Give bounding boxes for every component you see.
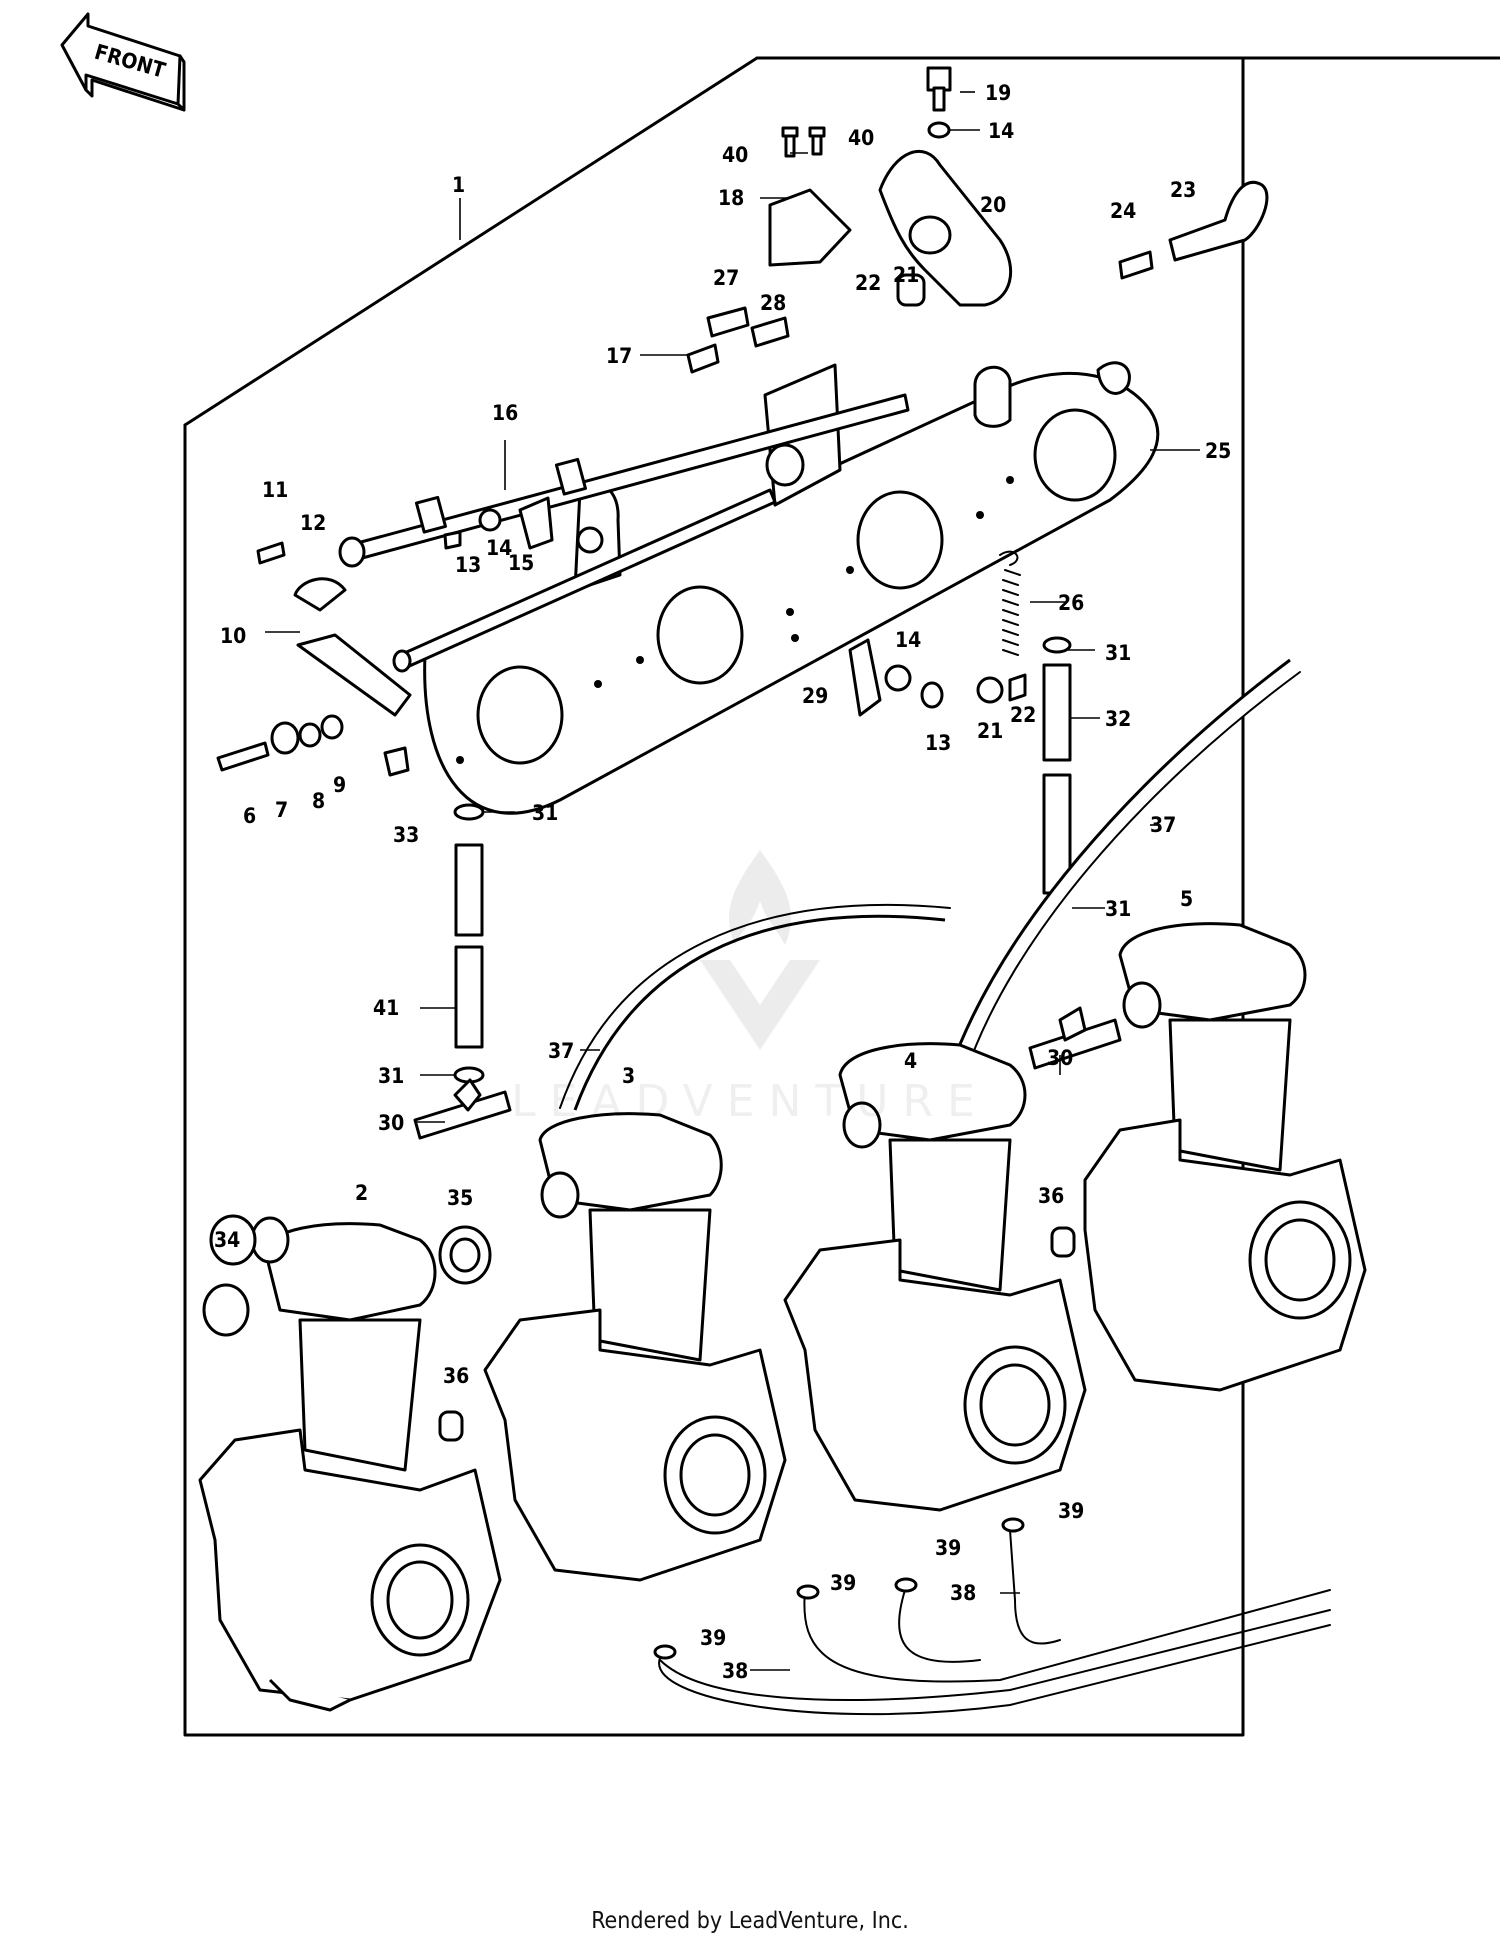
callout-15: 15 xyxy=(508,551,534,575)
watermark: LEADVENTURE xyxy=(511,1076,989,1127)
callout-38a: 38 xyxy=(722,1659,748,1683)
callout-22b: 22 xyxy=(1010,703,1036,727)
callout-30b: 30 xyxy=(1047,1046,1073,1070)
footer-credit: Rendered by LeadVenture, Inc. xyxy=(591,1908,909,1934)
callout-40b: 40 xyxy=(848,126,874,150)
link-rod xyxy=(392,488,777,673)
left-linkage xyxy=(216,496,554,777)
callout-4: 4 xyxy=(904,1049,917,1073)
callout-7: 7 xyxy=(275,798,288,822)
spring-and-bracket xyxy=(848,550,1027,717)
carburetor-4 xyxy=(783,1042,1087,1512)
mounting-plate xyxy=(423,361,1160,815)
callout-22a: 22 xyxy=(855,271,881,295)
callout-31a: 31 xyxy=(532,801,558,825)
callout-12: 12 xyxy=(300,511,326,535)
callout-20: 20 xyxy=(980,193,1006,217)
callout-14a: 14 xyxy=(988,119,1014,143)
callout-31d: 31 xyxy=(378,1064,404,1088)
callout-28: 28 xyxy=(760,291,786,315)
callout-37a: 37 xyxy=(548,1039,574,1063)
callout-25: 25 xyxy=(1205,439,1231,463)
callout-33: 33 xyxy=(393,823,419,847)
callout-34: 34 xyxy=(214,1228,240,1252)
front-arrow-badge: FRONT xyxy=(60,12,186,112)
assembly-frame xyxy=(183,56,1500,1737)
callout-38b: 38 xyxy=(950,1581,976,1605)
callout-3: 3 xyxy=(622,1064,635,1088)
watermark-logo xyxy=(700,850,820,1050)
callout-27: 27 xyxy=(713,266,739,290)
callout-1: 1 xyxy=(452,173,465,197)
callout-36a: 36 xyxy=(443,1364,469,1388)
top-hardware xyxy=(686,66,1269,374)
leader-lines xyxy=(265,91,1200,1671)
callout-8: 8 xyxy=(312,789,325,813)
callout-21a: 21 xyxy=(893,263,919,287)
callout-29: 29 xyxy=(802,684,828,708)
tubes-and-hoses xyxy=(413,636,1331,1716)
callout-16: 16 xyxy=(492,401,518,425)
small-parts xyxy=(202,1225,1076,1442)
callout-18: 18 xyxy=(718,186,744,210)
callout-6: 6 xyxy=(243,804,256,828)
callout-36b: 36 xyxy=(1038,1184,1064,1208)
callout-37b: 37 xyxy=(1150,813,1176,837)
callout-31c: 31 xyxy=(1105,897,1131,921)
callout-labels: 1 2 3 4 5 6 7 8 9 10 11 12 13 13 14 14 1… xyxy=(214,81,1231,1683)
callout-35: 35 xyxy=(447,1186,473,1210)
callout-17: 17 xyxy=(606,344,632,368)
callout-10: 10 xyxy=(220,624,246,648)
callout-39a: 39 xyxy=(700,1626,726,1650)
carburetor-5 xyxy=(1083,922,1367,1392)
callout-23: 23 xyxy=(1170,178,1196,202)
callout-14c: 14 xyxy=(895,628,921,652)
callout-2: 2 xyxy=(355,1181,368,1205)
callout-9: 9 xyxy=(333,773,346,797)
callout-14b: 14 xyxy=(486,536,512,560)
callout-39b: 39 xyxy=(830,1571,856,1595)
callout-39d: 39 xyxy=(1058,1499,1084,1523)
callout-32: 32 xyxy=(1105,707,1131,731)
callout-41: 41 xyxy=(373,996,399,1020)
callout-13a: 13 xyxy=(455,553,481,577)
callout-11: 11 xyxy=(262,478,288,502)
callout-24: 24 xyxy=(1110,199,1136,223)
carburetor-3 xyxy=(483,1112,787,1582)
callout-13b: 13 xyxy=(925,731,951,755)
callout-39c: 39 xyxy=(935,1536,961,1560)
callout-5: 5 xyxy=(1180,887,1193,911)
callout-31b: 31 xyxy=(1105,641,1131,665)
callout-19: 19 xyxy=(985,81,1011,105)
callout-26: 26 xyxy=(1058,591,1084,615)
callout-21b: 21 xyxy=(977,719,1003,743)
callout-30a: 30 xyxy=(378,1111,404,1135)
carburetor-2 xyxy=(198,1214,502,1712)
callout-40a: 40 xyxy=(722,143,748,167)
